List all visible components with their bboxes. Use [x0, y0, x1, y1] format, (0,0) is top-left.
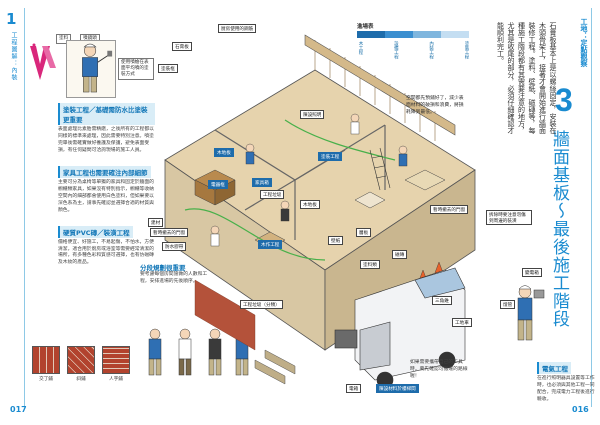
paint-types-label: 塗料類 — [360, 260, 380, 269]
tile-swatch — [32, 346, 60, 374]
tip-furniture: 家具工程也需要確注內部細節 主要可分為桌椅等單獨的家具和固定於牆面的櫥櫃類家具，… — [58, 160, 155, 215]
removed-doors-label: 暫時撤去的門窗 — [150, 228, 189, 237]
stairwell-materials-label: 陳設材料於樓梯間 — [376, 384, 419, 393]
right-page-rule — [591, 8, 592, 407]
main-title: 牆面基板～最後施工階段 — [549, 130, 569, 328]
legend-bar — [357, 31, 469, 38]
appliance-frame-label: 電器框 — [208, 180, 228, 189]
tip-pvc-tile: 硬質PVC磚／裝潢工程 價格便宜、好施工，不易起傷，不怕水，方便清潔，適合用於廚… — [58, 220, 155, 268]
waterproof-tape-label: 防水膠帶 — [162, 242, 187, 251]
tips-column: 塗裝工程／基礎需防水比塗裝更重要 表面處理比素胎需精磨，之後所有的工程都以同樣的… — [58, 103, 155, 272]
legend-swatch — [413, 31, 441, 38]
electric-box-label: 電箱 — [346, 384, 362, 393]
section-text: 要考慮每個房間施做的人數和工程，安排進場的先後順序。 — [140, 272, 208, 284]
tip-title: 家具工程也需要確注內部細節 — [58, 165, 151, 178]
v-logo-icon — [30, 43, 56, 80]
legend-label: 內裝工程 — [428, 41, 434, 59]
electrician-caption: 電氣工程 在進行照明器具設置等工作時，也必須與其他工程一同配合，完成電力工程後進… — [537, 356, 595, 404]
tip-title: 硬質PVC磚／裝潢工程 — [58, 225, 133, 238]
photo-box-caption: 拆除時要注意勿傷到周邊的裝潢 — [486, 210, 532, 225]
tile-pattern-herringbone: 人字鋪 — [102, 346, 130, 382]
electrician-title: 電氣工程 — [537, 362, 571, 374]
legend-label: 設備工程 — [393, 41, 399, 59]
gypsum-board-label: 石膏板 — [172, 42, 192, 51]
woodwork-label: 木作工程 — [258, 240, 283, 249]
left-page-number: 017 — [10, 405, 27, 414]
chapter-tag: 工地：定點觀察 — [580, 18, 588, 67]
chapter-number: 3 — [555, 82, 573, 118]
tile-pattern-staggered: 交丁鋪 — [32, 346, 60, 382]
side-index-number: 1 — [6, 10, 17, 28]
display-lighting-label: 陳設照明 — [300, 110, 325, 119]
tile-label: 磁磚 — [392, 250, 408, 259]
tile-pattern-row: 交丁鋪 斜鋪 人字鋪 — [32, 346, 130, 382]
legend-label: 木工程 — [358, 41, 363, 55]
kitchen-rebar-label: 厨房使用的鋼筋 — [218, 24, 257, 33]
legend-swatch — [357, 31, 385, 38]
traffic-cone-label: 三角錐 — [432, 296, 452, 305]
tip-text: 主要可分為桌椅等單獨的家具和固定於牆面的櫥櫃類家具，如果沒有特別指示，櫥櫃等收納… — [58, 179, 154, 213]
electrician-illustration — [517, 285, 545, 341]
wallpaper-label: 壁紙 — [328, 236, 344, 245]
shelf-label: 層板 — [356, 228, 372, 237]
electrician-text: 在進行照明器具設置等工作時，也必須與其他工程一同配合，完成電力工程後進行驗收。 — [537, 376, 595, 402]
material-label: 建材 — [148, 218, 164, 227]
tile-label: 人字鋪 — [109, 377, 123, 382]
legend-labels: 木工程 設備工程 內裝工程 塗裝工程 — [357, 41, 469, 75]
intro-text: 石膏板基本上是以螺絲固定，安裝在木頭骨架上，接著才會開始進行牆面裝修工程。塗料、… — [496, 22, 558, 134]
left-page-rule — [24, 8, 25, 407]
construction-waste-label: 工程垃圾 — [260, 190, 285, 199]
painting-work-label: 塗裝工程 — [318, 152, 343, 161]
paint-frame-label: 塗裝框 — [158, 64, 178, 73]
tile-pattern-diagonal: 斜鋪 — [67, 346, 95, 382]
tile-swatch — [102, 346, 130, 374]
right-note: 空間都先預鋪好了，減少表面材料的破損和浪費，將損耗降到最低。 — [406, 96, 464, 115]
sorted-waste-label: 工程垃圾（分類） — [240, 300, 283, 309]
painter-worker-illustration — [66, 40, 116, 98]
tile-swatch — [67, 346, 95, 374]
removed-doors-label-2: 暫時撤去的門窗 — [430, 205, 469, 214]
color-legend: 進場表 木工程 設備工程 內裝工程 塗裝工程 — [357, 22, 469, 75]
tool-box-callout: 如果需要攜帶自己的工具時，要先確認可搬運的路線喔！ — [410, 360, 468, 379]
legend-label: 塗裝工程 — [463, 41, 469, 59]
side-index: 1 工程圖解：內裝 — [6, 10, 22, 81]
light-tube-label: 燈管 — [500, 300, 516, 309]
legend-title: 進場表 — [357, 24, 374, 30]
tip-title: 塗裝工程／基礎需防水比塗裝更重要 — [58, 103, 155, 125]
section-heading: 分段規劃很重要 — [140, 264, 186, 272]
spray-paint-callout: 塗料 — [56, 34, 72, 44]
right-page-number: 016 — [572, 405, 589, 414]
wood-floor-label: 木地板 — [214, 148, 234, 157]
floor-plan-illustration — [164, 34, 476, 389]
spray-method-callout: 使用噴槍在表面平均噴的塗裝方式 — [118, 58, 154, 80]
tile-label: 交丁鋪 — [39, 377, 53, 382]
wood-floor-label-2: 木地板 — [300, 200, 320, 209]
legend-swatch — [441, 31, 469, 38]
legend-swatch — [385, 31, 413, 38]
transformer-box-label: 變電箱 — [522, 268, 542, 277]
tip-text: 價格便宜、好施工，不易起傷，不怕水，方便清潔，適合用於廚房或浴室等需要經常清潔的… — [58, 239, 154, 266]
tip-painting: 塗裝工程／基礎需防水比塗裝更重要 表面處理比素胎需精磨，之後所有的工程都以同樣的… — [58, 103, 155, 155]
side-index-label: 工程圖解：內裝 — [10, 32, 17, 81]
tip-text: 表面處理比素胎需精磨，之後所有的工程都以同樣的標準來處理，因此需要特別注意。噴塗… — [58, 127, 154, 153]
furniture-box-label: 家具箱 — [252, 178, 272, 187]
tile-label: 斜鋪 — [76, 377, 86, 382]
work-van-label: 工地車 — [452, 318, 472, 327]
